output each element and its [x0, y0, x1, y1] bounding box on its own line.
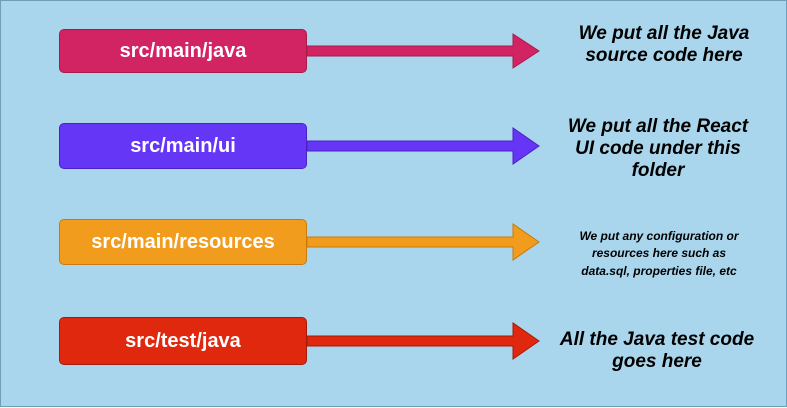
description-row-2: We put all the React UI code under this …: [544, 116, 772, 182]
arrow-shape: [306, 223, 540, 261]
description-row-4: All the Java test code goes here: [541, 329, 773, 373]
description-row-3: We put any configuration or resources he…: [549, 228, 769, 280]
description-line: folder: [631, 159, 685, 181]
folder-label: src/main/java: [119, 39, 247, 62]
description-line: We put all the React: [567, 116, 749, 137]
description-line: source code here: [585, 44, 743, 66]
description-line: We put all the Java: [578, 23, 750, 44]
description-row-1: We put all the Java source code here: [549, 23, 779, 67]
arrow-shape: [306, 127, 540, 165]
description-line: data.sql, properties file, etc: [581, 263, 737, 278]
description-line: UI code under this: [575, 137, 741, 159]
folder-label: src/main/resources: [91, 230, 275, 253]
folder-label: src/main/ui: [130, 134, 236, 157]
folder-label: src/test/java: [125, 329, 241, 352]
folder-box-src-main-ui: src/main/ui: [59, 123, 307, 169]
arrow-shape: [306, 33, 540, 69]
description-line: We put any configuration or: [579, 229, 739, 243]
folder-box-src-main-resources: src/main/resources: [59, 219, 307, 265]
description-line: All the Java test code: [559, 329, 755, 350]
folder-box-src-main-java: src/main/java: [59, 29, 307, 73]
arrow-shape: [306, 322, 540, 360]
description-line: resources here such as: [591, 246, 727, 261]
description-line: goes here: [612, 350, 702, 372]
